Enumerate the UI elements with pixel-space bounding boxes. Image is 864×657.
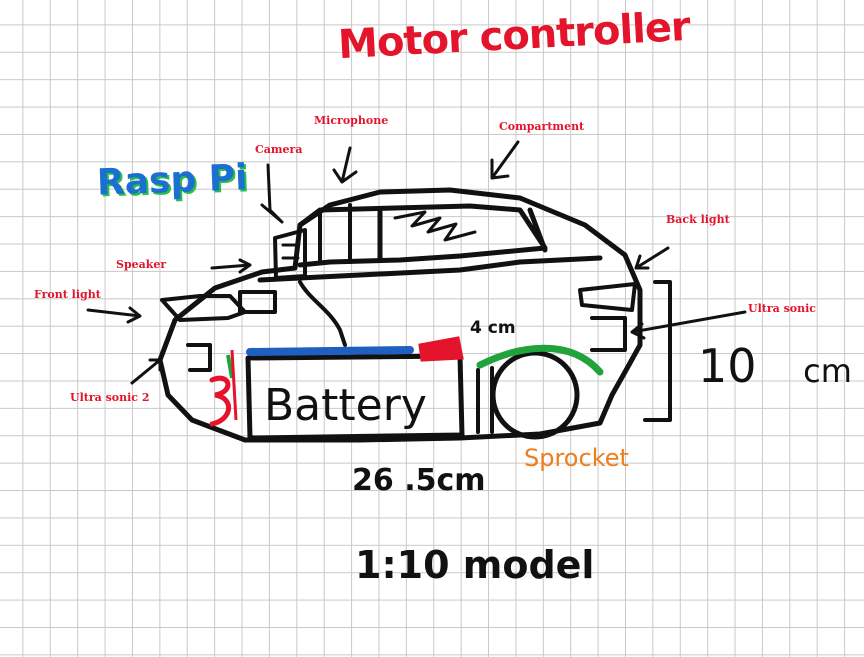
microphone-callout: Microphone	[314, 114, 389, 127]
green-track	[476, 344, 604, 376]
compartment-arrow-icon	[490, 140, 520, 180]
speaker-box	[238, 290, 277, 314]
back-light-callout: Back light	[666, 213, 730, 226]
back-light-arrow-icon	[634, 246, 670, 270]
height-dimension: 10 cm	[698, 343, 852, 389]
camera-lens	[281, 243, 300, 260]
body-outline	[157, 187, 643, 443]
red-component	[418, 336, 464, 362]
microphone-arrow-icon	[332, 146, 358, 184]
speaker-callout: Speaker	[116, 258, 167, 271]
length-dimension: 26 .5cm	[352, 463, 486, 498]
compartment-callout: Compartment	[499, 120, 585, 133]
height-bracket	[643, 280, 672, 422]
scale-note: 1:10 model	[355, 543, 595, 587]
rear-sensor	[590, 316, 627, 352]
sprocket-label: Sprocket	[524, 444, 629, 472]
mid-panel	[257, 255, 603, 283]
wheel-axle	[476, 366, 494, 434]
red-coil	[209, 375, 231, 427]
height-unit: cm	[803, 352, 852, 390]
cabin-struts	[318, 203, 352, 264]
rasp-pi-label: Rasp Pi	[96, 157, 249, 204]
cabin-window	[377, 207, 548, 261]
camera-callout: Camera	[255, 143, 303, 156]
height-value: 10	[698, 339, 757, 393]
red-wire-left	[230, 349, 238, 421]
speaker-arrow-icon	[210, 258, 252, 274]
front-sensor	[186, 343, 212, 372]
sprocket-wheel	[490, 350, 580, 440]
blue-wire	[246, 346, 414, 356]
ultra-sonic-2-callout: Ultra sonic 2	[70, 391, 150, 404]
green-track-left	[226, 354, 234, 379]
small-dimension: 4 cm	[470, 318, 516, 338]
inner-contour	[298, 280, 347, 347]
cabin-hatch	[393, 210, 477, 242]
ultra-sonic-callout: Ultra sonic	[748, 302, 817, 315]
battery-box	[245, 353, 465, 441]
ultra-sonic-2-arrow-icon	[130, 358, 162, 385]
camera-arrow-icon	[260, 163, 284, 224]
ultra-sonic-arrow-icon	[630, 310, 747, 340]
front-light-callout: Front light	[34, 288, 101, 301]
front-light-arrow-icon	[86, 306, 142, 324]
battery-label: Battery	[264, 380, 427, 431]
back-light-box	[578, 282, 637, 312]
